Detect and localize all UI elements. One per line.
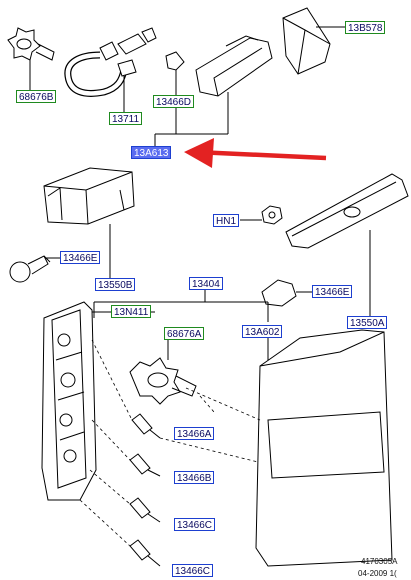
small-bulb-part-b — [129, 453, 161, 477]
wiring-harness-part — [64, 27, 157, 112]
reflector-strip-part — [285, 173, 409, 249]
callout-13550B[interactable]: 13550B — [95, 278, 136, 291]
tail-lamp-part — [255, 329, 393, 567]
callout-68676B[interactable]: 68676B — [16, 90, 57, 103]
leader-lines — [79, 339, 261, 547]
figure-reference: 4170305A — [361, 557, 398, 566]
callout-13N411[interactable]: 13N411 — [111, 305, 152, 318]
callout-13A602[interactable]: 13A602 — [242, 325, 283, 338]
connector-block-part — [282, 7, 331, 75]
callout-13B578[interactable]: 13B578 — [345, 21, 386, 34]
callout-13711[interactable]: 13711 — [109, 112, 143, 125]
callout-13466E-left[interactable]: 13466E — [60, 251, 101, 264]
figure-date: 04-2009 1( — [358, 569, 397, 578]
callout-13466C-upper[interactable]: 13466C — [174, 518, 216, 531]
bulb-holder-board-part — [41, 301, 97, 501]
callout-13466D[interactable]: 13466D — [153, 95, 195, 108]
small-bulb-part-d — [165, 51, 185, 95]
callout-13550A[interactable]: 13550A — [347, 316, 388, 329]
star-knob-part-b — [7, 27, 55, 61]
callout-13466B[interactable]: 13466B — [174, 471, 215, 484]
lamp-unit-part-b — [43, 167, 135, 225]
callout-13466E-right[interactable]: 13466E — [312, 285, 353, 298]
callout-13404[interactable]: 13404 — [189, 277, 223, 290]
small-bulb-part-a — [131, 413, 161, 439]
callout-13466C-lower[interactable]: 13466C — [172, 564, 214, 577]
wedge-bulb-part-left — [9, 255, 51, 283]
red-pointer-arrow — [184, 138, 327, 168]
star-knob-part-a — [129, 357, 197, 405]
wedge-bulb-part-right — [261, 279, 312, 307]
callout-13466A[interactable]: 13466A — [174, 427, 215, 440]
callout-68676A[interactable]: 68676A — [164, 327, 205, 340]
upper-lamp-housing-part — [195, 35, 273, 134]
small-bulb-part-c-lower — [129, 539, 161, 567]
small-bulb-part-c-upper — [129, 497, 161, 523]
callout-HN1[interactable]: HN1 — [213, 214, 240, 227]
callout-13A613[interactable]: 13A613 — [131, 146, 172, 159]
hex-nut-part — [261, 205, 283, 225]
